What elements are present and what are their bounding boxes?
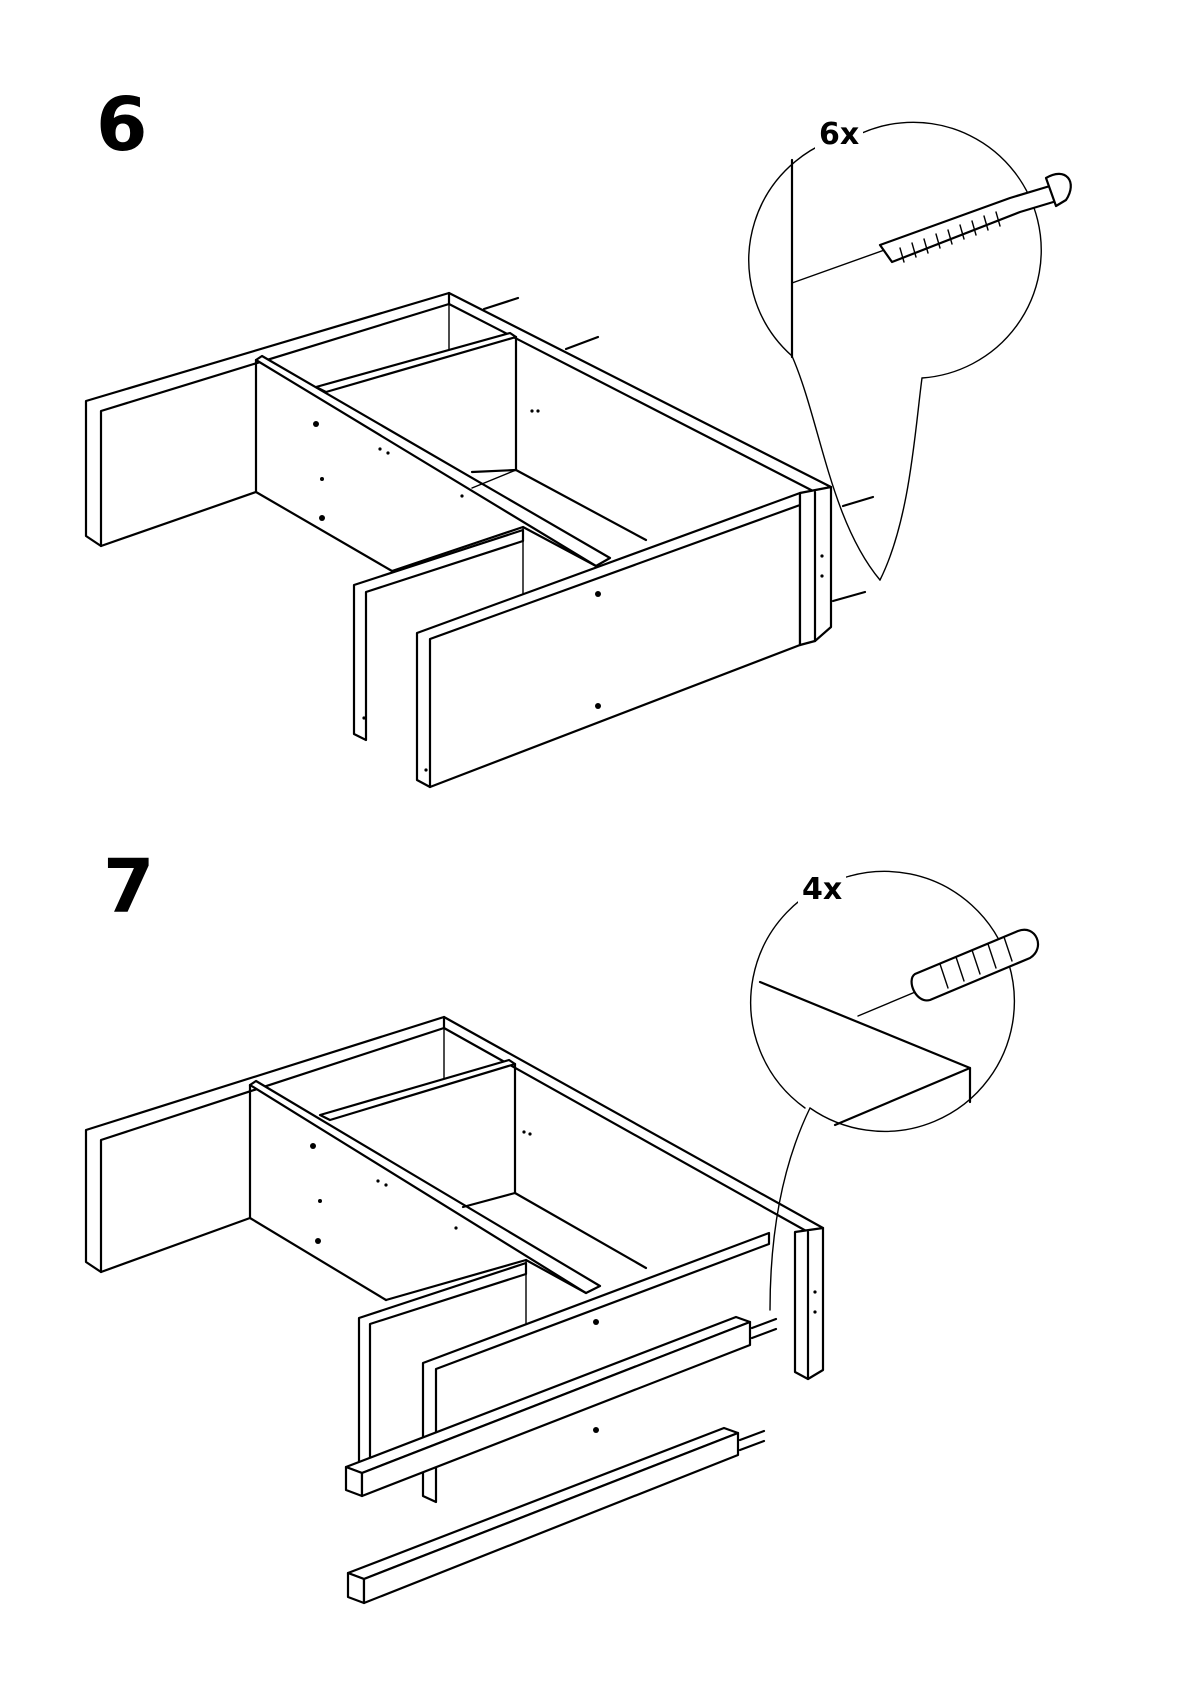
quantity-label: 6x: [815, 120, 863, 150]
cross-divider: [320, 1060, 515, 1120]
step-number: 7: [103, 850, 153, 924]
step-7-frame: [86, 1017, 823, 1603]
left-side-panel: [86, 1017, 444, 1272]
cam-holes: [313, 409, 824, 771]
cross-divider: [316, 333, 516, 392]
screw-icon: [880, 174, 1071, 262]
dowel-icon: [912, 930, 1038, 1001]
quantity-label: 4x: [798, 875, 846, 905]
step-7-detail-callout: [751, 871, 1038, 1310]
step-6-frame: [86, 293, 873, 787]
front-panel-outer: [417, 493, 800, 787]
divider-1: [250, 1081, 600, 1293]
step-6-detail-callout: [749, 122, 1071, 580]
divider-1: [256, 356, 610, 566]
step-number: 6: [96, 88, 146, 162]
left-side-panel: [86, 293, 449, 546]
